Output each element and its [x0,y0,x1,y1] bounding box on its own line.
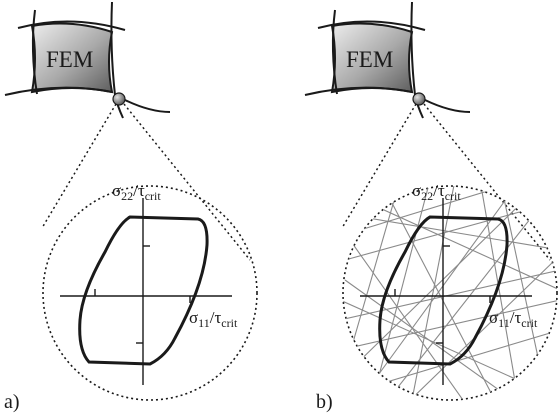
stress-axes [60,198,232,385]
zoom-cone [41,103,251,261]
integration-point-node [412,92,426,106]
yield-surface [78,215,209,366]
y-axis-label: σ22/τcrit [112,181,161,203]
x-axis-label: σ11/τcrit [189,308,238,330]
slip-system-lines [343,186,557,400]
zoom-circle [342,185,558,401]
integration-point-node [112,92,126,106]
panel-b: FEM [304,1,558,413]
stress-axes [360,198,532,385]
y-axis-label: σ22/τcrit [412,181,461,203]
fem-label: FEM [346,47,393,72]
panel-tag-a: a) [4,391,20,413]
x-axis-label: σ11/τcrit [489,308,538,330]
fem-mesh-lines [304,1,471,119]
panel-tag-b: b) [316,391,333,413]
yield-surface [378,215,509,366]
panel-a: FEM σ22/τcrit σ11/τcrit a) [4,1,258,413]
zoom-circle [42,185,258,401]
fem-label: FEM [46,47,93,72]
zoom-cone [341,103,551,261]
